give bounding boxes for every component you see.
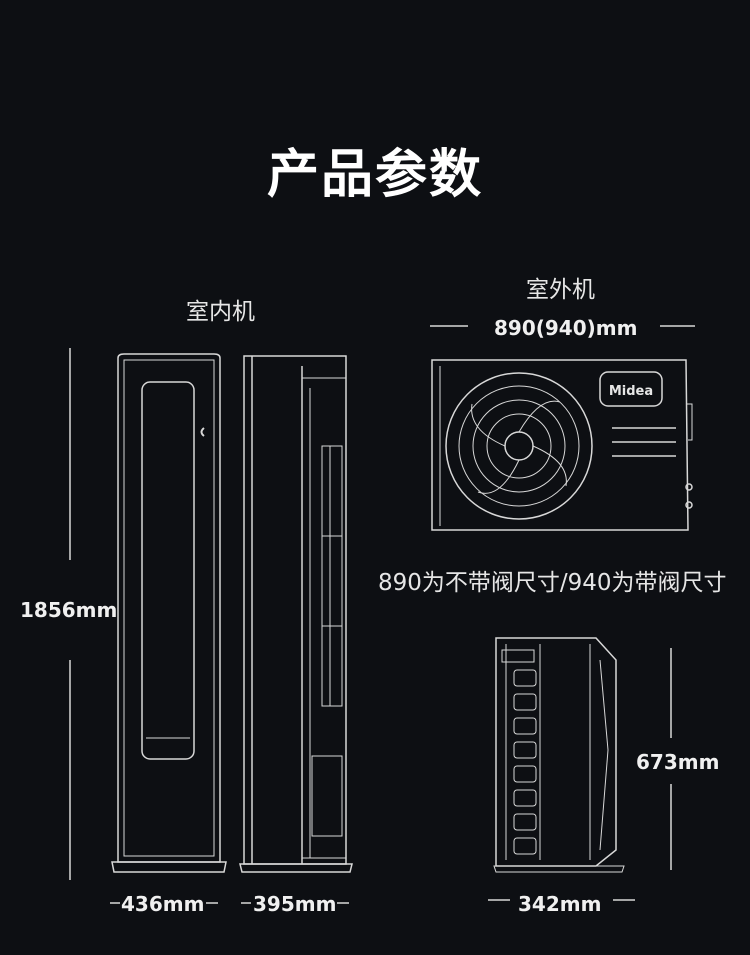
- valve-size-note: 890为不带阀尺寸/940为带阀尺寸: [378, 570, 727, 596]
- outdoor-height-dimension: 673mm: [636, 750, 720, 774]
- page-title: 产品参数: [266, 145, 483, 205]
- indoor-height-dimension: 1856mm: [20, 598, 118, 622]
- indoor-side-view: [239, 355, 353, 873]
- indoor-side-width-dimension: 395mm: [253, 892, 337, 916]
- outdoor-front-view: [431, 359, 693, 531]
- midea-logo: Midea: [609, 384, 653, 399]
- outdoor-unit-label: 室外机: [526, 277, 595, 303]
- outdoor-width-dimension: 890(940)mm: [494, 316, 638, 340]
- outdoor-depth-dimension: 342mm: [518, 892, 602, 916]
- indoor-front-width-dimension: 436mm: [121, 892, 205, 916]
- outdoor-side-view: [493, 637, 625, 873]
- indoor-unit-label: 室内机: [186, 299, 255, 325]
- indoor-front-view: [111, 353, 227, 873]
